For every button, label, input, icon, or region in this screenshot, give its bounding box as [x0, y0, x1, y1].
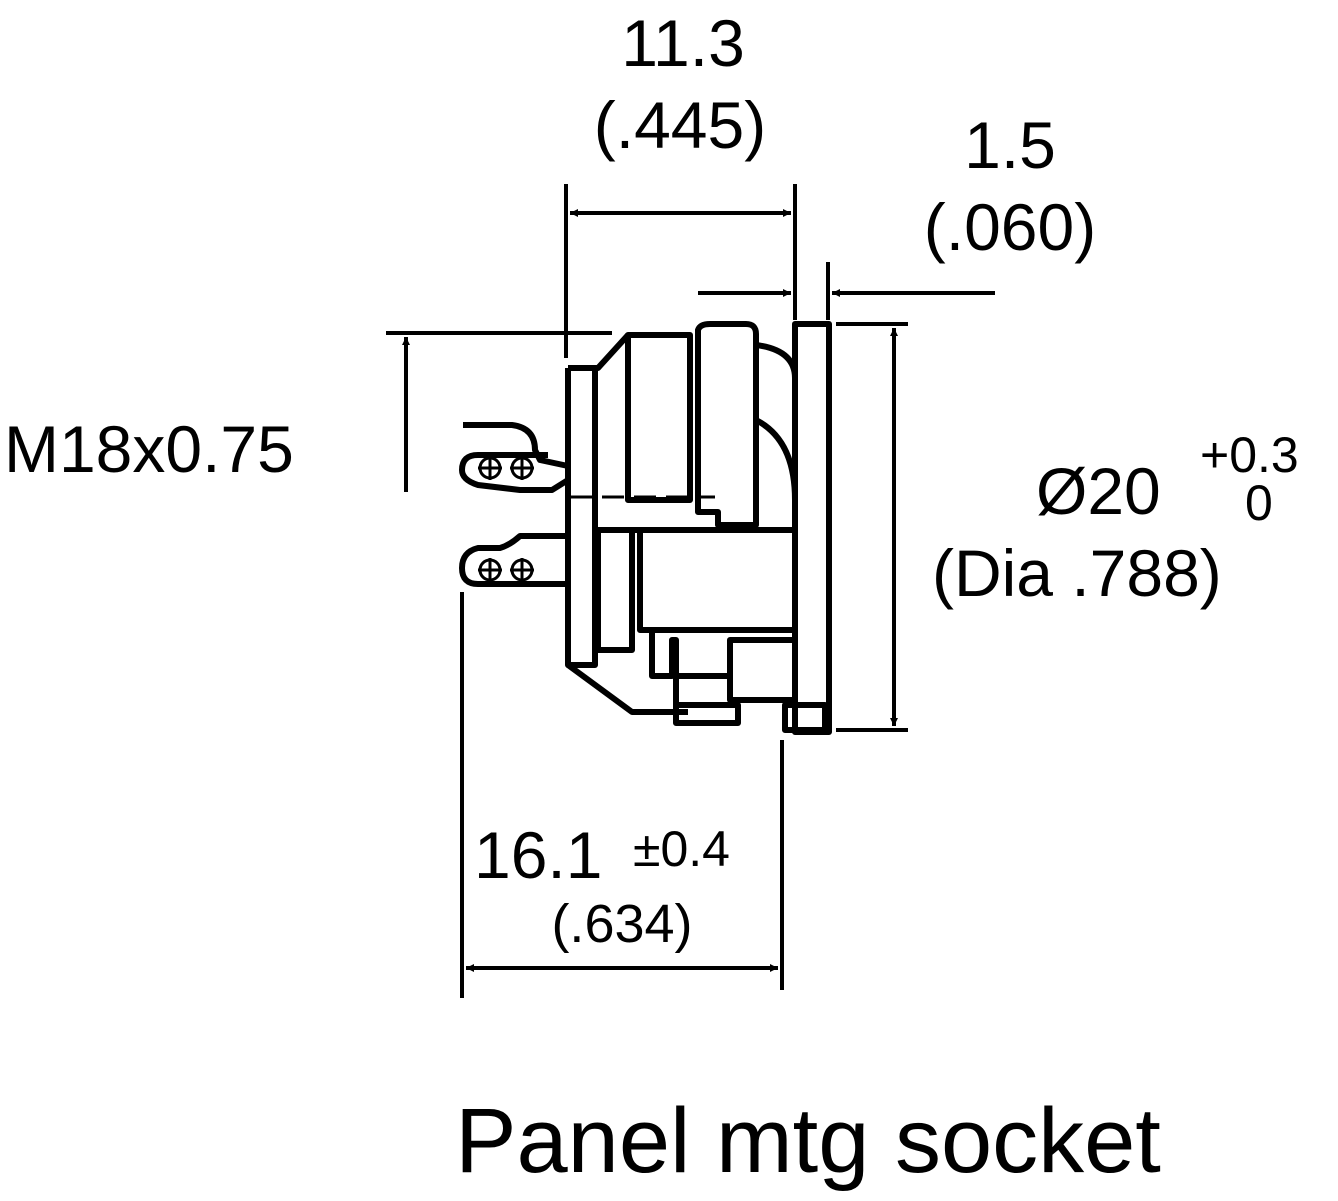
dim-length-mm: 16.1 — [474, 818, 602, 892]
dim-dia-tol-lower: 0 — [1245, 475, 1273, 531]
body-lower — [595, 527, 795, 653]
housing-upper — [625, 332, 693, 503]
dim-dia-value: Ø20 — [1036, 454, 1161, 528]
solder-cup-lower — [459, 533, 568, 587]
rear-nut-lower — [566, 662, 688, 715]
dim-flange-in: (.060) — [924, 190, 1096, 264]
dim-dia-tol-upper: +0.3 — [1200, 427, 1299, 483]
dimension-lines — [386, 184, 995, 998]
body-lower-box — [637, 530, 795, 633]
rear-nut — [565, 332, 631, 668]
solder-cup-upper — [459, 422, 571, 493]
insert-upper — [695, 321, 759, 528]
dim-flange-mm: 1.5 — [964, 108, 1056, 182]
front-flange — [792, 321, 832, 735]
dim-thread: M18x0.75 — [4, 412, 294, 486]
bottom-tab-1 — [673, 702, 741, 726]
bottom-tab-2 — [782, 702, 828, 733]
caption: Panel mtg socket — [455, 1090, 1161, 1192]
connector-outline — [459, 321, 832, 735]
dim-width-in: (.445) — [594, 88, 766, 162]
dim-dia-in: (Dia .788) — [932, 536, 1222, 610]
pin-block — [649, 630, 795, 679]
dim-width-mm: 11.3 — [621, 6, 745, 80]
dim-length-in: (.634) — [551, 894, 692, 954]
insert-curve — [754, 342, 798, 501]
dim-length-tol: ±0.4 — [633, 821, 730, 877]
solder-cup-marks — [478, 456, 534, 582]
